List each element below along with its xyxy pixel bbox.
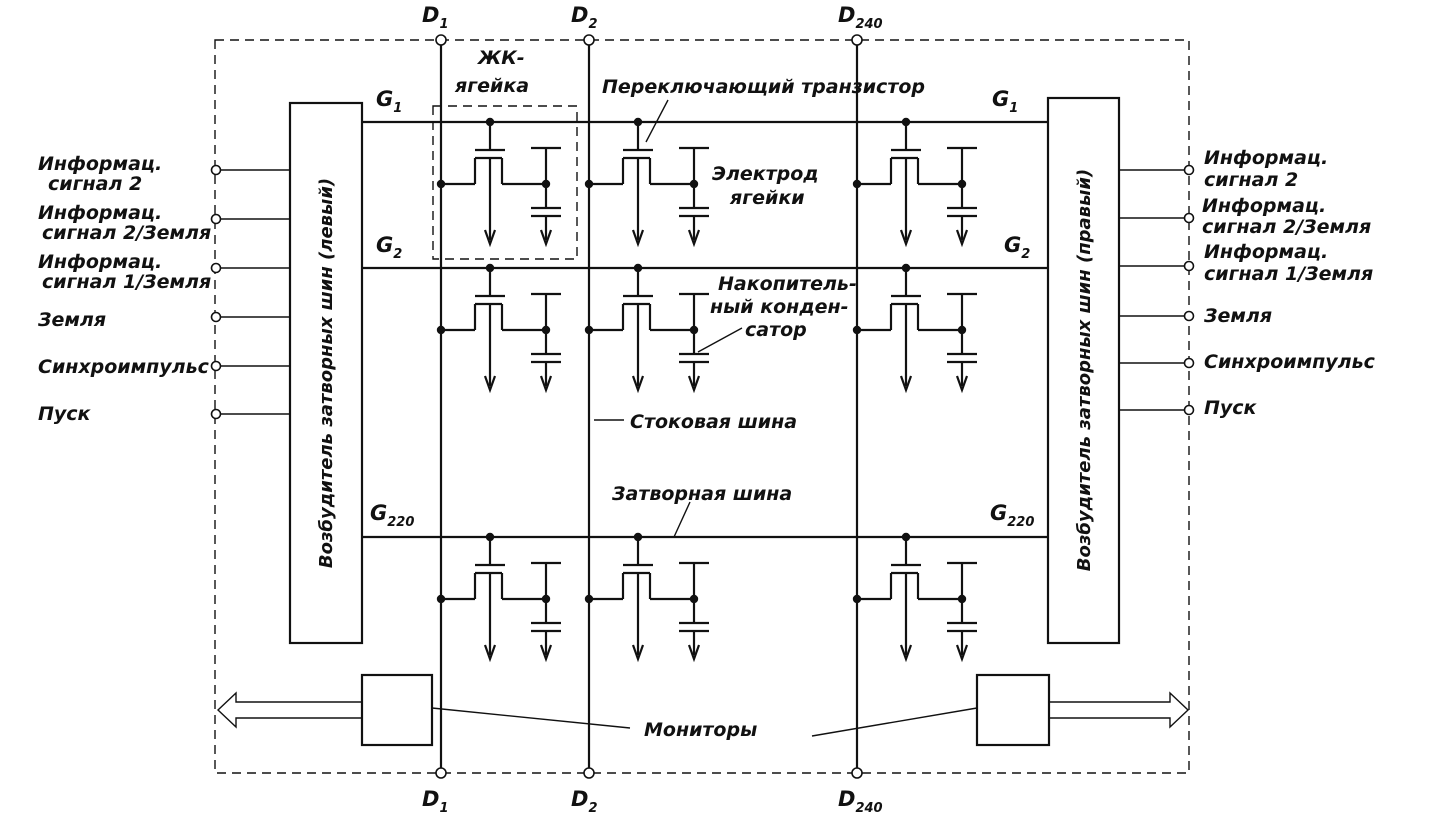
pixel-cell-d240-g220 [852,532,977,663]
gate-label-right-g1: G1 [992,87,1018,116]
pixel-cell-d2-g2 [584,263,709,394]
pixel-cell-d240-g1 [852,117,977,248]
gate-label-right-g2: G2 [1004,233,1030,262]
drain-label-top-d240: D240 [838,3,883,32]
pixel-cell-d2-g220 [584,532,709,663]
right-gate-driver [1046,96,1121,645]
tft-arrow [483,229,497,248]
drain-label-bottom-d2: D2 [571,787,597,816]
drain-terminal-bottom-d2 [583,767,595,779]
gate-bus-label: Затворная шина [611,483,792,505]
tft-arrow [899,375,913,394]
left-signal-lines [210,164,290,420]
capacitor-arrow [539,229,553,248]
tft-arrow [631,229,645,248]
leader-storage-capacitor [697,327,743,353]
right-signal-2-line1: Информац. [1202,195,1326,217]
left-signal-2-line1: Информац. [38,202,162,224]
leader-monitor-right [811,707,978,737]
tft-arrow [483,644,497,663]
right-signal-6: Пуск [1204,397,1258,419]
drain-label-bottom-d240: D240 [838,787,883,816]
left-gate-driver-label: Возбудитель затворных шин (левый) [316,178,337,568]
pixel-cell-d1-g220 [436,532,561,663]
right-gate-driver-label: Возбудитель затворных шин (правый) [1074,169,1095,571]
capacitor-arrow [687,644,701,663]
pixel-cell-d240-g2 [852,263,977,394]
left-signal-3-line1: Информац. [38,251,162,273]
leader-monitor-left [431,707,631,729]
storage-cap-label-line3: сатор [745,319,807,341]
left-signal-6: Пуск [38,403,92,425]
drain-terminal-bottom-d240 [851,767,863,779]
left-signal-1-line1: Информац. [38,153,162,175]
capacitor-arrow [955,644,969,663]
leader-gate-bus [673,501,691,538]
capacitor-arrow [539,375,553,394]
lc-cell-label-line2: ягейка [454,75,529,97]
gate-label-left-g2: G2 [376,233,402,262]
left-signal-3-line2: сигнал 1/Земля [42,271,211,293]
drain-label-bottom-d1: D1 [422,787,448,816]
drain-terminal-bottom-d1 [435,767,447,779]
tft-arrow [483,375,497,394]
right-signal-lines [1119,164,1195,416]
capacitor-arrow [687,229,701,248]
left-signal-4: Земля [37,309,106,331]
tft-arrow [899,644,913,663]
right-signal-1-line2: сигнал 2 [1204,169,1298,191]
pixel-cell-d1-g1 [436,117,561,248]
left-gate-driver [288,101,364,645]
capacitor-arrow [955,229,969,248]
right-monitor [975,673,1051,747]
storage-cap-label-line1: Накопитель- [718,273,857,295]
leader-switch-transistor [645,99,669,143]
drain-terminal-top-d240 [851,34,863,46]
right-signal-3-line2: сигнал 1/Земля [1204,263,1373,285]
left-signal-5: Синхроимпульс [38,356,210,378]
right-signal-5: Синхроимпульс [1204,351,1376,373]
left-monitor-output-arrow [216,691,363,729]
drain-label-top-d1: D1 [422,3,448,32]
monitors-label: Мониторы [644,719,757,741]
capacitor-arrow [955,375,969,394]
pixel-cell-d2-g1 [584,117,709,248]
right-signal-1-line1: Информац. [1204,147,1328,169]
tft-arrow [631,375,645,394]
pixel-cells [436,117,977,663]
capacitor-arrow [539,644,553,663]
right-signal-3-line1: Информац. [1204,241,1328,263]
lc-cell-outline [432,105,578,260]
left-signal-2-line2: сигнал 2/Земля [42,222,211,244]
switch-transistor-label: Переключающий транзистор [602,76,925,98]
drain-label-top-d2: D2 [571,3,597,32]
gate-label-left-g1: G1 [376,87,402,116]
drain-bus-label: Стоковая шина [630,411,797,433]
drain-terminal-top-d1 [435,34,447,46]
right-signal-2-line2: сигнал 2/Земля [1202,216,1371,238]
gate-label-left-g220: G220 [370,501,414,530]
drain-terminal-top-d2 [583,34,595,46]
storage-cap-label-line2: ный конден- [710,296,849,318]
right-signal-4: Земля [1203,305,1272,327]
pixel-cell-d1-g2 [436,263,561,394]
capacitor-arrow [687,375,701,394]
tft-arrow [899,229,913,248]
gate-label-right-g220: G220 [990,501,1034,530]
cell-electrode-label-line2: ягейки [729,187,805,209]
lc-cell-label-line1: ЖК- [476,47,525,69]
tft-arrow [631,644,645,663]
cell-electrode-label-line1: Электрод [712,163,819,185]
right-monitor-output-arrow [1048,691,1190,729]
left-signal-1-line2: сигнал 2 [48,173,142,195]
left-monitor [360,673,434,747]
